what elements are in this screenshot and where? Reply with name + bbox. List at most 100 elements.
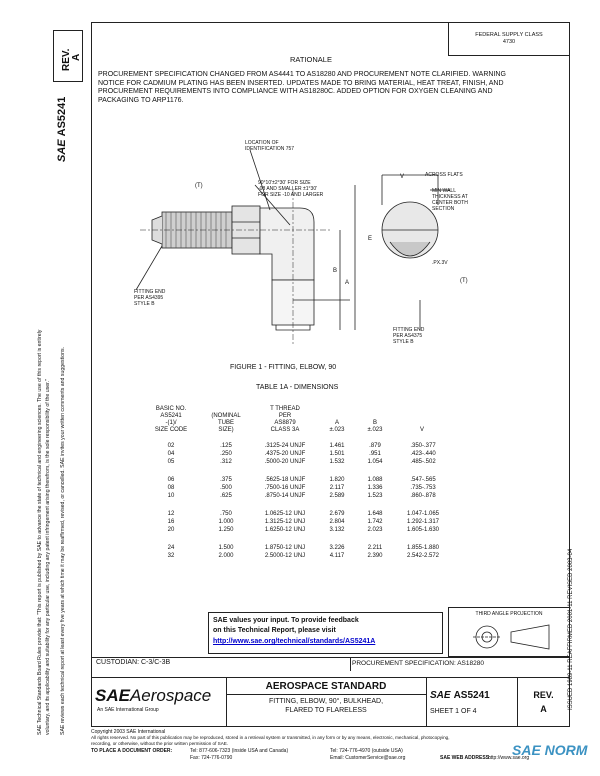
table-cell: 1.3125-12 UNJ <box>264 519 306 525</box>
table-cell: .375 <box>220 477 232 483</box>
hdr-1-l3: -(1)/ <box>165 420 177 426</box>
title-docno-logo: SAE <box>430 690 451 701</box>
disclaimer-line-3: SAE reviews each technical report at lea… <box>60 347 66 735</box>
title-logo-sae: SAE <box>95 686 130 705</box>
custodian: CUSTODIAN: C-3/C-3B <box>96 659 171 666</box>
callout-t1: (T) <box>195 183 203 189</box>
projection-label: THIRD ANGLE PROJECTION <box>475 611 543 617</box>
table-cell: .423-.440 <box>410 451 436 457</box>
callout-dim-a: A <box>345 280 350 286</box>
table-cell: 20 <box>167 527 175 533</box>
table-cell: .7500-16 UNJF <box>264 485 306 491</box>
col-b-header: B ±.023 <box>358 420 392 434</box>
table-cell: 1.461 <box>329 443 345 449</box>
table-cell: 1.6250-12 UNJ <box>264 527 306 533</box>
table-cell: 2.117 <box>329 485 345 491</box>
title-rev-value: A <box>540 704 547 714</box>
table-cell: 2.589 <box>329 493 345 499</box>
hdr-1-l4: SIZE CODE <box>154 427 188 433</box>
footer-web-url[interactable]: http://www.sae.org <box>488 755 530 761</box>
side-docno: SAE AS5241 <box>56 97 68 162</box>
hdr-6-l4: V <box>419 427 424 433</box>
callout-angle: 90°10'±2°30' FOR SIZE -08 AND SMALLER ±1… <box>258 180 324 198</box>
table-cell: 1.523 <box>367 493 383 499</box>
watermark: SAE NORM <box>512 742 588 758</box>
hdr-4-l3: A <box>334 420 339 426</box>
projection-symbol <box>473 624 550 650</box>
side-rev-value: A <box>71 53 82 61</box>
callout-fitting-end-1: FITTING END PER AS4395 STYLE B <box>134 289 166 307</box>
table-cell: .500 <box>220 485 232 491</box>
rationale-text: PROCUREMENT SPECIFICATION CHANGED FROM A… <box>98 71 506 104</box>
table-cell: 24 <box>167 545 175 551</box>
table-cell: 32 <box>167 553 175 559</box>
side-logo: SAE <box>56 139 68 162</box>
table-cell: 05 <box>167 459 175 465</box>
table-cell: 2.000 <box>218 553 234 559</box>
col-size-code-header: BASIC NO. AS5241 -(1)/ SIZE CODE <box>144 406 198 434</box>
feedback-box: SAE values your input. To provide feedba… <box>208 612 443 654</box>
table-cell: .312 <box>220 459 232 465</box>
hdr-3-l4: CLASS 3A <box>270 427 300 433</box>
table-cell: .250 <box>220 451 232 457</box>
footer-email: Email: CustomerService@sae.org <box>330 755 406 761</box>
table-cell: 1.820 <box>329 477 345 483</box>
hdr-1-l1: BASIC NO. <box>155 406 187 412</box>
table-cell: .5000-20 UNJF <box>264 459 306 465</box>
figure-caption: FIGURE 1 - FITTING, ELBOW, 90 <box>230 364 337 371</box>
footer-order: TO PLACE A DOCUMENT ORDER: <box>91 748 173 754</box>
table-cell: 1.292-1.317 <box>406 519 440 525</box>
table-cell: 1.0625-12 UNJ <box>264 511 306 517</box>
table-cell: .547-.565 <box>410 477 436 483</box>
table-cell: 4.117 <box>329 553 345 559</box>
table-cell: 08 <box>167 485 175 491</box>
custodian-row <box>91 657 570 671</box>
table-cell: 2.023 <box>367 527 383 533</box>
hdr-3-l3: AS8879 <box>274 420 296 426</box>
table-cell: 1.336 <box>367 485 383 491</box>
table-cell: 04 <box>167 451 175 457</box>
fsc-line-2: 4730 <box>502 39 516 45</box>
hdr-3-l2: PER <box>278 413 292 419</box>
procurement-spec: PROCUREMENT SPECIFICATION: AS18280 <box>352 660 484 667</box>
table-cell: 1.250 <box>218 527 234 533</box>
title-logo: SAEAerospace <box>95 686 211 706</box>
table-cell: 02 <box>167 443 175 449</box>
table-cell: .8750-14 UNJF <box>264 493 306 499</box>
table-cell: .625 <box>220 493 232 499</box>
feedback-link[interactable]: http://www.sae.org/technical/standards/A… <box>213 638 376 645</box>
side-docno-text: AS5241 <box>56 96 68 137</box>
disclaimer-line-1: SAE Technical Standards Board Rules prov… <box>37 329 43 735</box>
hdr-2-l2: (NOMINAL <box>211 413 241 419</box>
table-cell: .5625-18 UNJF <box>264 477 306 483</box>
callout-location: LOCATION OF IDENTIFICATION 757 <box>245 140 295 152</box>
table-cell: 1.855-1.880 <box>406 545 440 551</box>
callout-dim-v: V <box>400 174 405 180</box>
table-cell: 1.047-1.065 <box>406 511 440 517</box>
hdr-5-l4: ±.023 <box>367 427 383 433</box>
rationale-title: RATIONALE <box>290 55 332 64</box>
callout-dim-e: E <box>368 236 373 242</box>
title-divider-2 <box>426 677 427 727</box>
fsc-box: FEDERAL SUPPLY CLASS 4730 <box>448 22 570 56</box>
col-v-header: V <box>400 427 444 434</box>
table-cell: 1.500 <box>218 545 234 551</box>
title-block <box>91 677 570 727</box>
table-cell: 1.742 <box>367 519 383 525</box>
fsc-line-1: FEDERAL SUPPLY CLASS <box>475 32 543 38</box>
callout-across-flats: ACROSS FLATS <box>425 172 463 178</box>
callout-t2: (T) <box>460 278 468 284</box>
table-cell: 2.679 <box>329 511 345 517</box>
callout-t-dia: .PX.3V <box>432 260 448 266</box>
footer-tel-2: Tel: 724-776-4970 (outside USA) <box>330 748 403 754</box>
